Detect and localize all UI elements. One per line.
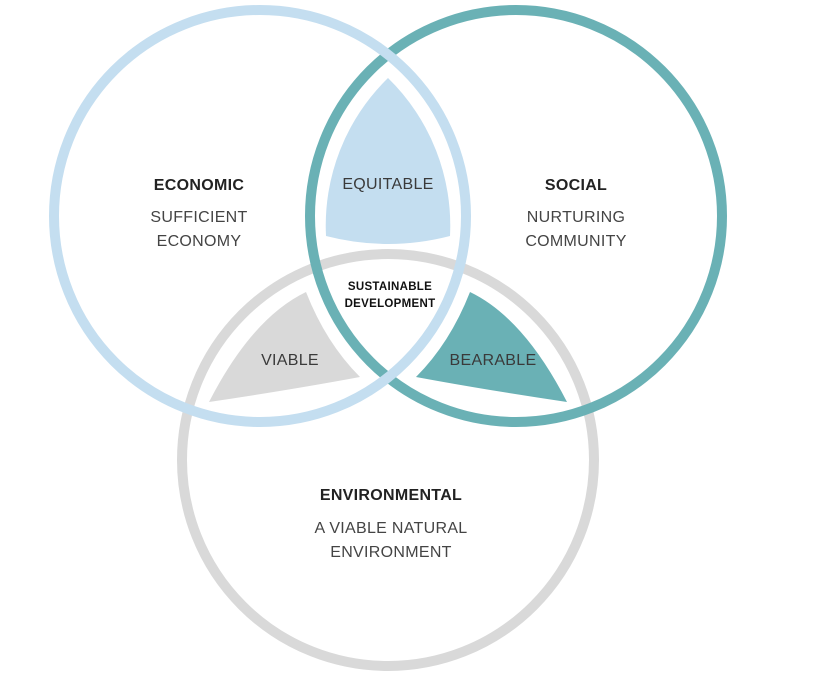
social-circle xyxy=(305,5,727,427)
bearable-overlap-region xyxy=(416,292,567,402)
economic-subtitle-line1: SUFFICIENT xyxy=(150,209,247,226)
viable-overlap-region xyxy=(209,292,360,402)
environmental-subtitle-line1: A VIABLE NATURAL xyxy=(314,520,467,537)
equitable-label: EQUITABLE xyxy=(342,176,433,193)
sustainable-development-line2: DEVELOPMENT xyxy=(345,298,436,310)
social-title: SOCIAL xyxy=(545,177,607,194)
sustainable-development-line1: SUSTAINABLE xyxy=(348,281,432,293)
bearable-label: BEARABLE xyxy=(450,352,537,369)
social-subtitle-line2: COMMUNITY xyxy=(525,233,626,250)
equitable-overlap-region xyxy=(325,78,451,244)
economic-subtitle-line2: ECONOMY xyxy=(157,233,242,250)
social-subtitle-line1: NURTURING xyxy=(527,209,625,226)
economic-circle xyxy=(49,5,471,427)
environmental-title: ENVIRONMENTAL xyxy=(320,487,462,504)
environmental-subtitle-line2: ENVIRONMENT xyxy=(330,544,452,561)
viable-label: VIABLE xyxy=(261,352,319,369)
economic-title: ECONOMIC xyxy=(154,177,245,194)
environmental-circle xyxy=(177,249,599,671)
